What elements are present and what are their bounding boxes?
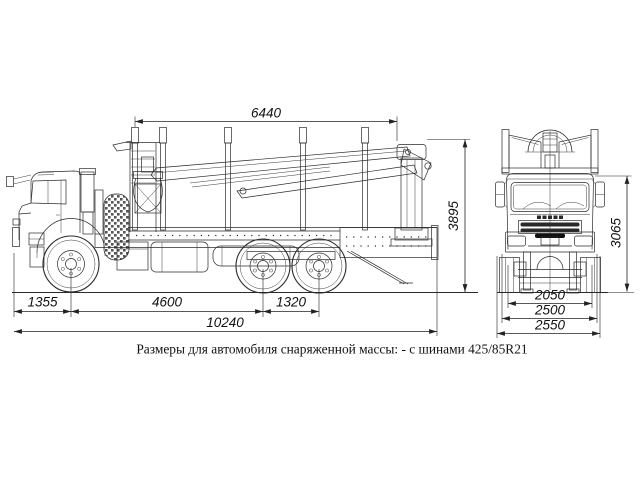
dim-track-width: 2050 bbox=[507, 265, 593, 308]
grille bbox=[518, 220, 582, 238]
svg-text:2550: 2550 bbox=[534, 318, 566, 333]
svg-text:2500: 2500 bbox=[534, 303, 566, 318]
dim-overall-height: 3895 bbox=[427, 139, 470, 292]
air-intake bbox=[80, 171, 95, 213]
dim-cab-height: 3065 bbox=[595, 175, 634, 293]
headlight-right bbox=[574, 235, 593, 247]
headlight-left bbox=[507, 235, 526, 247]
front-fender-arch bbox=[36, 218, 106, 254]
svg-text:3065: 3065 bbox=[609, 217, 624, 248]
log-stakes bbox=[112, 127, 369, 232]
dim-rear-bogie-base: 1320 bbox=[276, 295, 307, 310]
front-view: 2050 2500 2550 3065 bbox=[495, 129, 634, 338]
side-view: 6440 3895 1355 4600 1320 10240 bbox=[6, 106, 478, 336]
cab-window bbox=[30, 179, 67, 205]
svg-text:3895: 3895 bbox=[446, 200, 461, 231]
wipers bbox=[522, 201, 585, 210]
wheel-front-left bbox=[499, 257, 520, 293]
chassis-frame bbox=[94, 225, 439, 285]
front-axle-assembly bbox=[499, 251, 601, 294]
log-grapple bbox=[133, 156, 163, 214]
crane-base bbox=[390, 238, 433, 247]
dim-wheelbase: 4600 bbox=[152, 295, 183, 310]
differential-housing bbox=[536, 256, 564, 270]
caption-text: Размеры для автомобиля снаряженной массы… bbox=[136, 342, 527, 357]
crane-column bbox=[400, 157, 423, 231]
crane-subframe bbox=[339, 227, 438, 258]
crane-jib bbox=[236, 164, 418, 199]
mirror-side bbox=[6, 176, 14, 187]
grapple-dome bbox=[527, 129, 573, 153]
battery-box bbox=[116, 241, 149, 271]
grille-badge bbox=[537, 215, 563, 219]
svg-text:2050: 2050 bbox=[534, 288, 566, 303]
stabilizer-leg bbox=[346, 250, 413, 285]
dim-overall-length: 10240 bbox=[206, 315, 244, 330]
svg-text:6440: 6440 bbox=[251, 106, 282, 121]
cab-rear-equipment bbox=[79, 168, 130, 261]
dim-front-overhang: 1355 bbox=[27, 295, 58, 310]
headboard-ladder bbox=[131, 150, 155, 184]
dim-cab-width: 2500 bbox=[501, 254, 598, 323]
bumper-front bbox=[505, 231, 595, 253]
windshield bbox=[510, 182, 590, 212]
bumper-side bbox=[12, 227, 20, 247]
bogie-spring bbox=[246, 251, 336, 260]
crane-boom bbox=[150, 146, 411, 182]
wheel-front-right bbox=[580, 257, 601, 293]
dim-overall-width: 2550 bbox=[496, 256, 601, 338]
bunk-frame-front bbox=[501, 129, 599, 175]
dim-bottom-row: 1355 4600 1320 10240 bbox=[13, 253, 438, 336]
cab-side bbox=[6, 170, 106, 268]
spare-wheel bbox=[103, 193, 130, 261]
cab-front bbox=[495, 173, 605, 253]
crane-manipulator bbox=[133, 144, 433, 247]
air-receiver bbox=[212, 245, 300, 267]
headlight-side bbox=[12, 218, 21, 226]
dim-platform-length: 6440 bbox=[134, 106, 398, 141]
boom-cylinder bbox=[189, 166, 331, 188]
fuel-tank bbox=[150, 241, 209, 273]
